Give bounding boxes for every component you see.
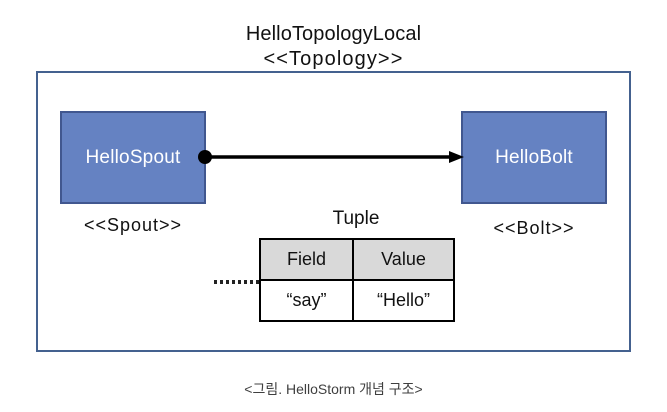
connector-spout-to-bolt (198, 150, 464, 164)
figure-caption: <그림. HelloStorm 개념 구조> (244, 381, 423, 397)
table-header-field: Field (259, 238, 354, 281)
topology-title-name: HelloTopologyLocal (245, 23, 422, 45)
stereotype-label-bolt: <<Bolt>> (493, 218, 575, 238)
connector-arrowhead-icon (449, 151, 464, 163)
table-cell-value: “Hello” (352, 279, 455, 322)
topology-title: HelloTopologyLocal <<Topology>> (0, 22, 667, 72)
table-cell-field: “say” (259, 279, 354, 322)
tuple-table: Field Value “say” “Hello” (259, 238, 455, 322)
component-box-spout[interactable]: HelloSpout (60, 111, 206, 204)
tuple-title: Tuple (332, 208, 380, 229)
tuple-leader-dots (214, 280, 260, 285)
component-box-bolt[interactable]: HelloBolt (461, 111, 607, 204)
topology-stereotype: <<Topology>> (263, 48, 404, 70)
component-label-spout: HelloSpout (85, 146, 181, 168)
table-header-value: Value (352, 238, 455, 281)
stereotype-label-spout: <<Spout>> (83, 215, 183, 235)
table-row-header: Field Value (259, 238, 455, 281)
component-label-bolt: HelloBolt (495, 146, 573, 168)
table-row: “say” “Hello” (259, 279, 455, 322)
